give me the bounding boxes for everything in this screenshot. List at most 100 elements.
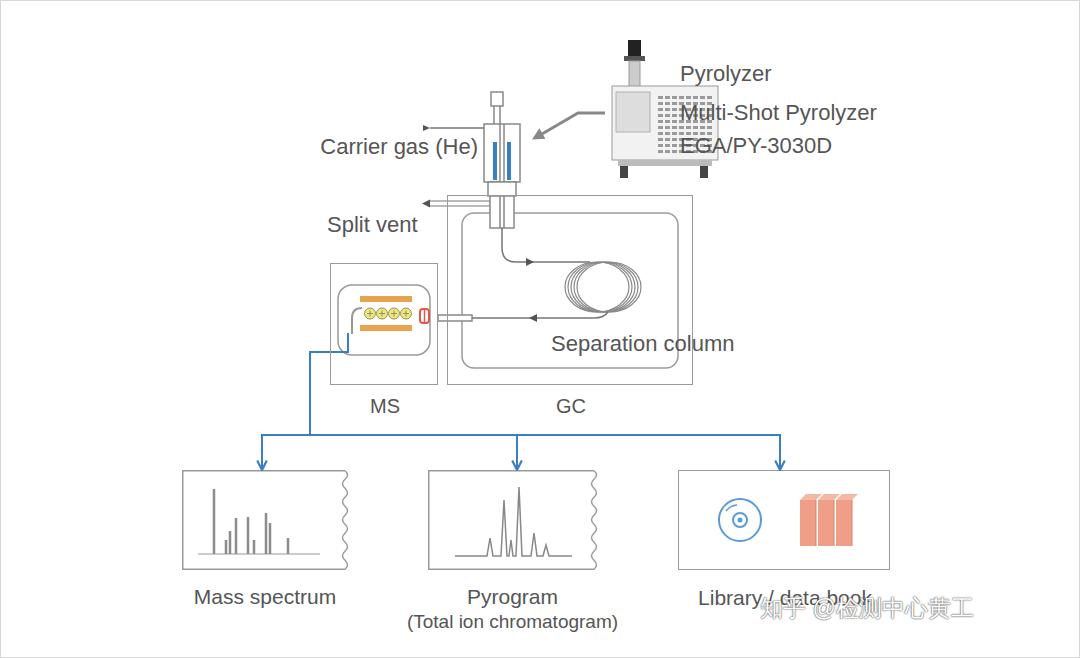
split-vent-line: [422, 200, 430, 208]
library-disc-icon: [719, 499, 761, 541]
ion-symbols: [367, 311, 409, 317]
ion-source-filament: [424, 309, 426, 323]
vent-label: Split vent: [327, 211, 477, 239]
sample-cup: [493, 142, 497, 180]
torn-panel-outline: [429, 471, 597, 570]
mass-spectrum-plot: [198, 554, 320, 555]
watermark: 知乎 @检测中心黄工: [760, 594, 1075, 623]
node-caption: MS: [241, 394, 529, 419]
ion-symbols: [365, 308, 412, 319]
data-book-icon: [836, 500, 852, 546]
injector-furnace: [488, 182, 516, 196]
ms-chamber: [338, 285, 430, 355]
injector-furnace: [500, 124, 504, 182]
separation-column: [571, 262, 635, 312]
ion-source-filament: [420, 309, 429, 323]
ms-box: MS: [330, 263, 438, 385]
node-title: MS: [241, 394, 529, 419]
torn-panel-outline: [182, 470, 348, 570]
pyrogram-plot: [455, 487, 572, 556]
pyrolyzer-pointer-arrow: [532, 128, 545, 139]
split-vent-line: [430, 201, 490, 206]
separation-column: [577, 262, 641, 312]
result-panel: Library / data book: [678, 470, 890, 570]
injector-furnace: [484, 92, 520, 228]
library-disc-icon: [738, 518, 743, 523]
pyrolyzer-pointer-arrow: [532, 113, 605, 140]
pyrolyzer-pointer-arrow: [542, 113, 605, 134]
gas-label: Carrier gas (He): [248, 133, 478, 161]
result-panel: Mass spectrum: [182, 470, 348, 570]
separation-column: [502, 228, 590, 262]
quadrupole-rods: [360, 296, 412, 302]
separation-column: [472, 228, 641, 322]
data-book-icon: [818, 494, 840, 500]
node-title: Mass spectrum: [92, 584, 438, 610]
device-name: Pyrolyzer: [680, 60, 930, 88]
torn-panel-outline: [183, 471, 348, 570]
detector-symbol: [352, 308, 362, 334]
ion-source-filament: [420, 309, 429, 323]
data-book-icon: [836, 494, 858, 500]
mass-spectrum-plot: [214, 489, 288, 554]
separation-column: [472, 312, 608, 318]
node-caption: Pyrogram(Total ion chromatogram): [338, 584, 687, 634]
injector-furnace: [484, 124, 520, 182]
pyrolyzer-device: [629, 61, 640, 87]
detector-signal-line: [330, 333, 348, 352]
library-disc-icon: [719, 499, 761, 541]
library-disc-icon: [726, 505, 737, 511]
carrier-gas-line: [423, 125, 484, 131]
split-vent-line: [422, 200, 490, 208]
injector-furnace: [490, 196, 514, 228]
node-title: GC: [358, 394, 784, 419]
pyrogram-plot: [455, 487, 572, 556]
sample-cup: [493, 142, 511, 180]
transfer-line: [438, 315, 472, 321]
pyrolyzer-device: [618, 160, 712, 166]
pyrolyzer-device: [628, 40, 641, 58]
pyrolyzer-device: [620, 166, 628, 178]
result-panel: Pyrogram(Total ion chromatogram): [428, 470, 597, 570]
detector-symbol: [352, 308, 362, 334]
carrier-gas-line: [430, 127, 484, 129]
mass-spectrum-plot: [198, 489, 320, 554]
torn-panel-outline: [428, 470, 597, 570]
data-book-icon: [818, 500, 834, 546]
signal-connector: [262, 352, 330, 470]
device-model: Multi-Shot Pyrolyzer EGA/PY-3030D: [680, 96, 905, 162]
injector-furnace: [491, 92, 503, 106]
node-caption: Mass spectrum: [92, 584, 438, 610]
separation-column: [529, 314, 537, 322]
carrier-gas-line: [423, 125, 430, 131]
node-caption: GC: [358, 394, 784, 419]
signal-connector: [310, 352, 517, 470]
separation-column: [526, 258, 534, 266]
gc-box: GC: [447, 195, 693, 385]
pyrolyzer-device: [624, 56, 645, 61]
detector-signal-line: [330, 333, 348, 352]
quadrupole-rods: [360, 325, 412, 331]
column-label: Separation column: [551, 330, 781, 358]
pyrolyzer-device: [700, 166, 708, 178]
separation-column: [574, 262, 638, 312]
signal-connector: [310, 352, 780, 470]
data-book-icon: [800, 500, 816, 546]
sample-cup: [507, 142, 511, 180]
pyrolyzer-device: [616, 92, 650, 132]
data-book-icon: [800, 494, 822, 500]
injector-furnace: [500, 196, 504, 228]
data-book-icon: [816, 500, 852, 546]
transfer-line: [438, 315, 472, 321]
injector-furnace: [494, 106, 500, 124]
node-subtitle: (Total ion chromatogram): [338, 610, 687, 634]
node-title: Pyrogram: [338, 584, 687, 610]
data-book-icon: [800, 494, 858, 546]
